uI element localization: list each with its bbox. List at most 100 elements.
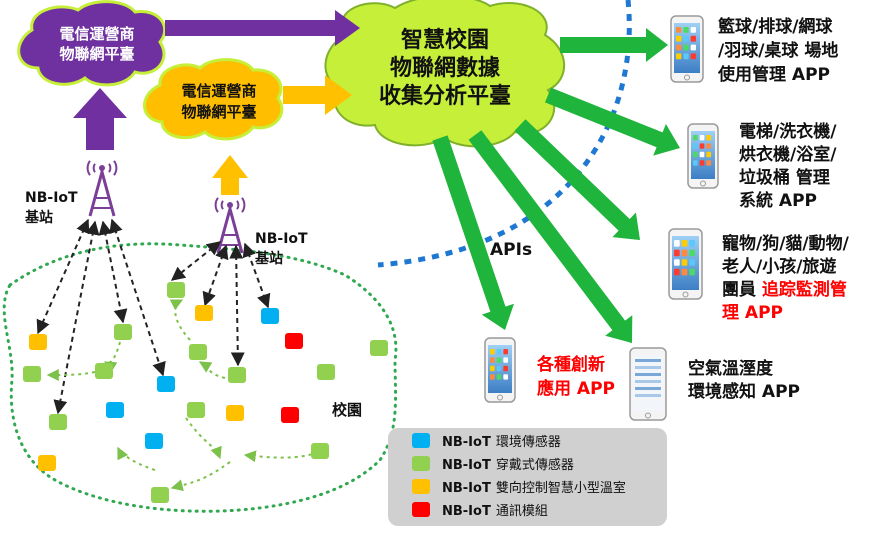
text-line: 基站 bbox=[25, 209, 53, 226]
sensor-environment bbox=[145, 433, 163, 449]
text-line: NB-IoT bbox=[25, 190, 78, 206]
legend-prefix: NB-IoT bbox=[442, 504, 491, 519]
app-label-run: 環境感知 APP bbox=[688, 381, 800, 402]
phone-app-tile bbox=[693, 143, 698, 149]
phone-data-row bbox=[635, 359, 661, 362]
link-dotted-green bbox=[46, 368, 96, 381]
phone-data-row bbox=[635, 387, 661, 390]
phone-data-row bbox=[635, 366, 661, 369]
sensor-wearable bbox=[167, 282, 185, 298]
phone-app-tile bbox=[496, 365, 502, 372]
legend-swatch-1 bbox=[412, 433, 430, 448]
app-label-run: 籃球/排球/網球 bbox=[717, 16, 833, 37]
link-dashed-black bbox=[202, 244, 229, 307]
phone-app-tile bbox=[690, 27, 696, 33]
legend-label-3: NB-IoT 雙向控制智慧小型溫室 bbox=[442, 480, 626, 496]
phone-icon bbox=[670, 15, 704, 83]
phone-app-tile bbox=[706, 143, 711, 149]
tower-wave bbox=[241, 197, 246, 213]
sensor-wearable bbox=[189, 344, 207, 360]
phone-app-tile bbox=[693, 151, 698, 158]
phone-app-tile bbox=[681, 249, 688, 257]
phone-app-tile bbox=[690, 44, 696, 51]
app-label-2: 電梯/洗衣機/烘衣機/浴室/垃圾桶 管理系統 APP bbox=[739, 121, 837, 211]
phone-app-tile bbox=[674, 240, 680, 247]
link-dotted-green bbox=[198, 361, 226, 379]
phone-app-tile bbox=[490, 374, 495, 380]
arrow-purple-right bbox=[165, 10, 360, 46]
phone-data-row bbox=[635, 380, 661, 383]
sensor-wearable bbox=[23, 366, 41, 382]
station-left-label: NB-IoT 基站 bbox=[25, 190, 78, 226]
phone-home-button bbox=[682, 291, 689, 298]
app-label-run: /羽球/桌球 場地 bbox=[718, 40, 838, 61]
link-dotted-green bbox=[169, 299, 191, 341]
nbiot-tower-left-icon bbox=[86, 160, 118, 217]
phone-app-tile bbox=[699, 135, 705, 141]
tower-legs bbox=[88, 166, 116, 217]
link-dotted-green bbox=[103, 341, 121, 373]
phone-home-button bbox=[684, 74, 690, 81]
link-dotted-green bbox=[170, 461, 231, 492]
cloud-central-platform-text: 智慧校園物聯網數據收集分析平臺 bbox=[379, 27, 511, 109]
phone-app-tile bbox=[674, 259, 680, 266]
phone-app-tile bbox=[690, 35, 696, 42]
link-dotted-green bbox=[185, 417, 222, 460]
text-line: 智慧校園 bbox=[401, 27, 489, 53]
phone-app-tile bbox=[693, 135, 698, 141]
tower-wave bbox=[214, 197, 219, 213]
phone-app-tile bbox=[681, 268, 688, 276]
sensor-wearable bbox=[151, 487, 169, 503]
phone-data-row bbox=[635, 373, 661, 376]
app-label-run: 垃圾桶 管理 bbox=[739, 167, 830, 188]
tower-wave bbox=[236, 200, 240, 210]
phone-app-tile bbox=[683, 44, 689, 51]
arrow-green-to-app-3 bbox=[514, 119, 640, 240]
legend-text: 雙向控制智慧小型溫室 bbox=[496, 480, 626, 496]
legend-swatch-2 bbox=[412, 456, 430, 471]
sensor-wearable bbox=[311, 443, 329, 459]
arrow-green-to-app-5 bbox=[468, 130, 633, 343]
text-line: 物聯網平臺 bbox=[59, 45, 134, 63]
arrow-green-to-app-4 bbox=[432, 135, 514, 330]
legend-swatch-4 bbox=[412, 502, 430, 517]
arrow-purple-up bbox=[73, 88, 127, 150]
phone-app-tile bbox=[676, 53, 682, 60]
phone-app-tile bbox=[496, 349, 502, 355]
link-dashed-black bbox=[109, 218, 166, 377]
text-line: 物聯網數據 bbox=[390, 55, 501, 81]
tower-legs bbox=[216, 203, 244, 254]
text-line: 電信運營商 bbox=[181, 82, 256, 100]
sensor-environment bbox=[261, 308, 279, 324]
sensor-wearable bbox=[49, 414, 67, 430]
phone-home-button bbox=[700, 180, 706, 187]
legend-swatch-3 bbox=[412, 479, 430, 494]
phone-app-tile bbox=[674, 249, 680, 257]
app-label-run: 使用管理 APP bbox=[717, 64, 830, 85]
phone-home-button bbox=[497, 394, 503, 401]
phone-app-tile bbox=[689, 249, 695, 257]
phone-app-tile bbox=[496, 374, 502, 380]
legend-prefix: NB-IoT bbox=[442, 481, 491, 496]
link-dashed-black bbox=[36, 218, 90, 335]
apis-label: APIs bbox=[490, 240, 532, 260]
sensor-wearable bbox=[228, 367, 246, 383]
arrow-green-to-app-2 bbox=[545, 87, 680, 156]
phone-app-tile bbox=[681, 259, 688, 266]
phone-app-tile bbox=[693, 160, 698, 166]
phone-icon bbox=[484, 337, 516, 403]
legend-prefix: NB-IoT bbox=[442, 458, 491, 473]
cloud-telecom-orange-text: 電信運營商物聯網平臺 bbox=[181, 82, 256, 121]
phone-icon bbox=[629, 347, 667, 421]
link-dotted-green bbox=[117, 446, 156, 471]
phone-app-tile bbox=[503, 365, 508, 372]
sensor-greenhouse bbox=[226, 405, 244, 421]
app-label-run: 空氣溫溼度 bbox=[688, 358, 774, 379]
legend-text: 穿戴式傳感器 bbox=[496, 457, 574, 473]
phone-app-tile bbox=[676, 27, 682, 33]
sensor-wearable bbox=[187, 402, 205, 418]
phone-app-tile bbox=[683, 53, 689, 60]
